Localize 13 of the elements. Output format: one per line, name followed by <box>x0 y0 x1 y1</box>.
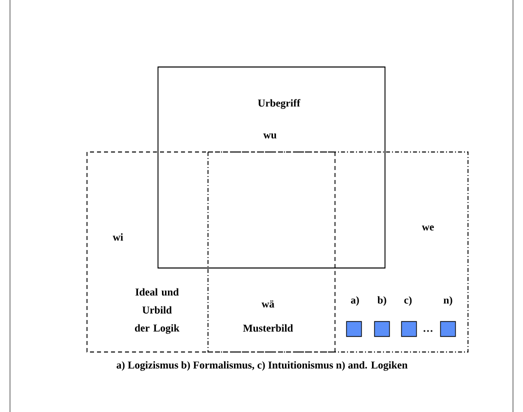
square <box>346 321 362 337</box>
text-label: wä <box>262 300 274 308</box>
ellipsis: … <box>424 330 432 332</box>
square <box>401 321 417 337</box>
caption: a) Logizismus b) Formalismus, c) Intuitionismus n) and. Logiken <box>116 361 408 371</box>
square <box>440 321 456 337</box>
item-letter: c) <box>404 296 412 306</box>
item-letter: a) <box>350 296 359 306</box>
text-label: Musterbild <box>243 324 293 332</box>
solid-box: Urbegriff wu <box>158 66 386 268</box>
square <box>374 321 390 337</box>
item-letter: b) <box>377 296 386 306</box>
item-letter: n) <box>444 296 452 306</box>
